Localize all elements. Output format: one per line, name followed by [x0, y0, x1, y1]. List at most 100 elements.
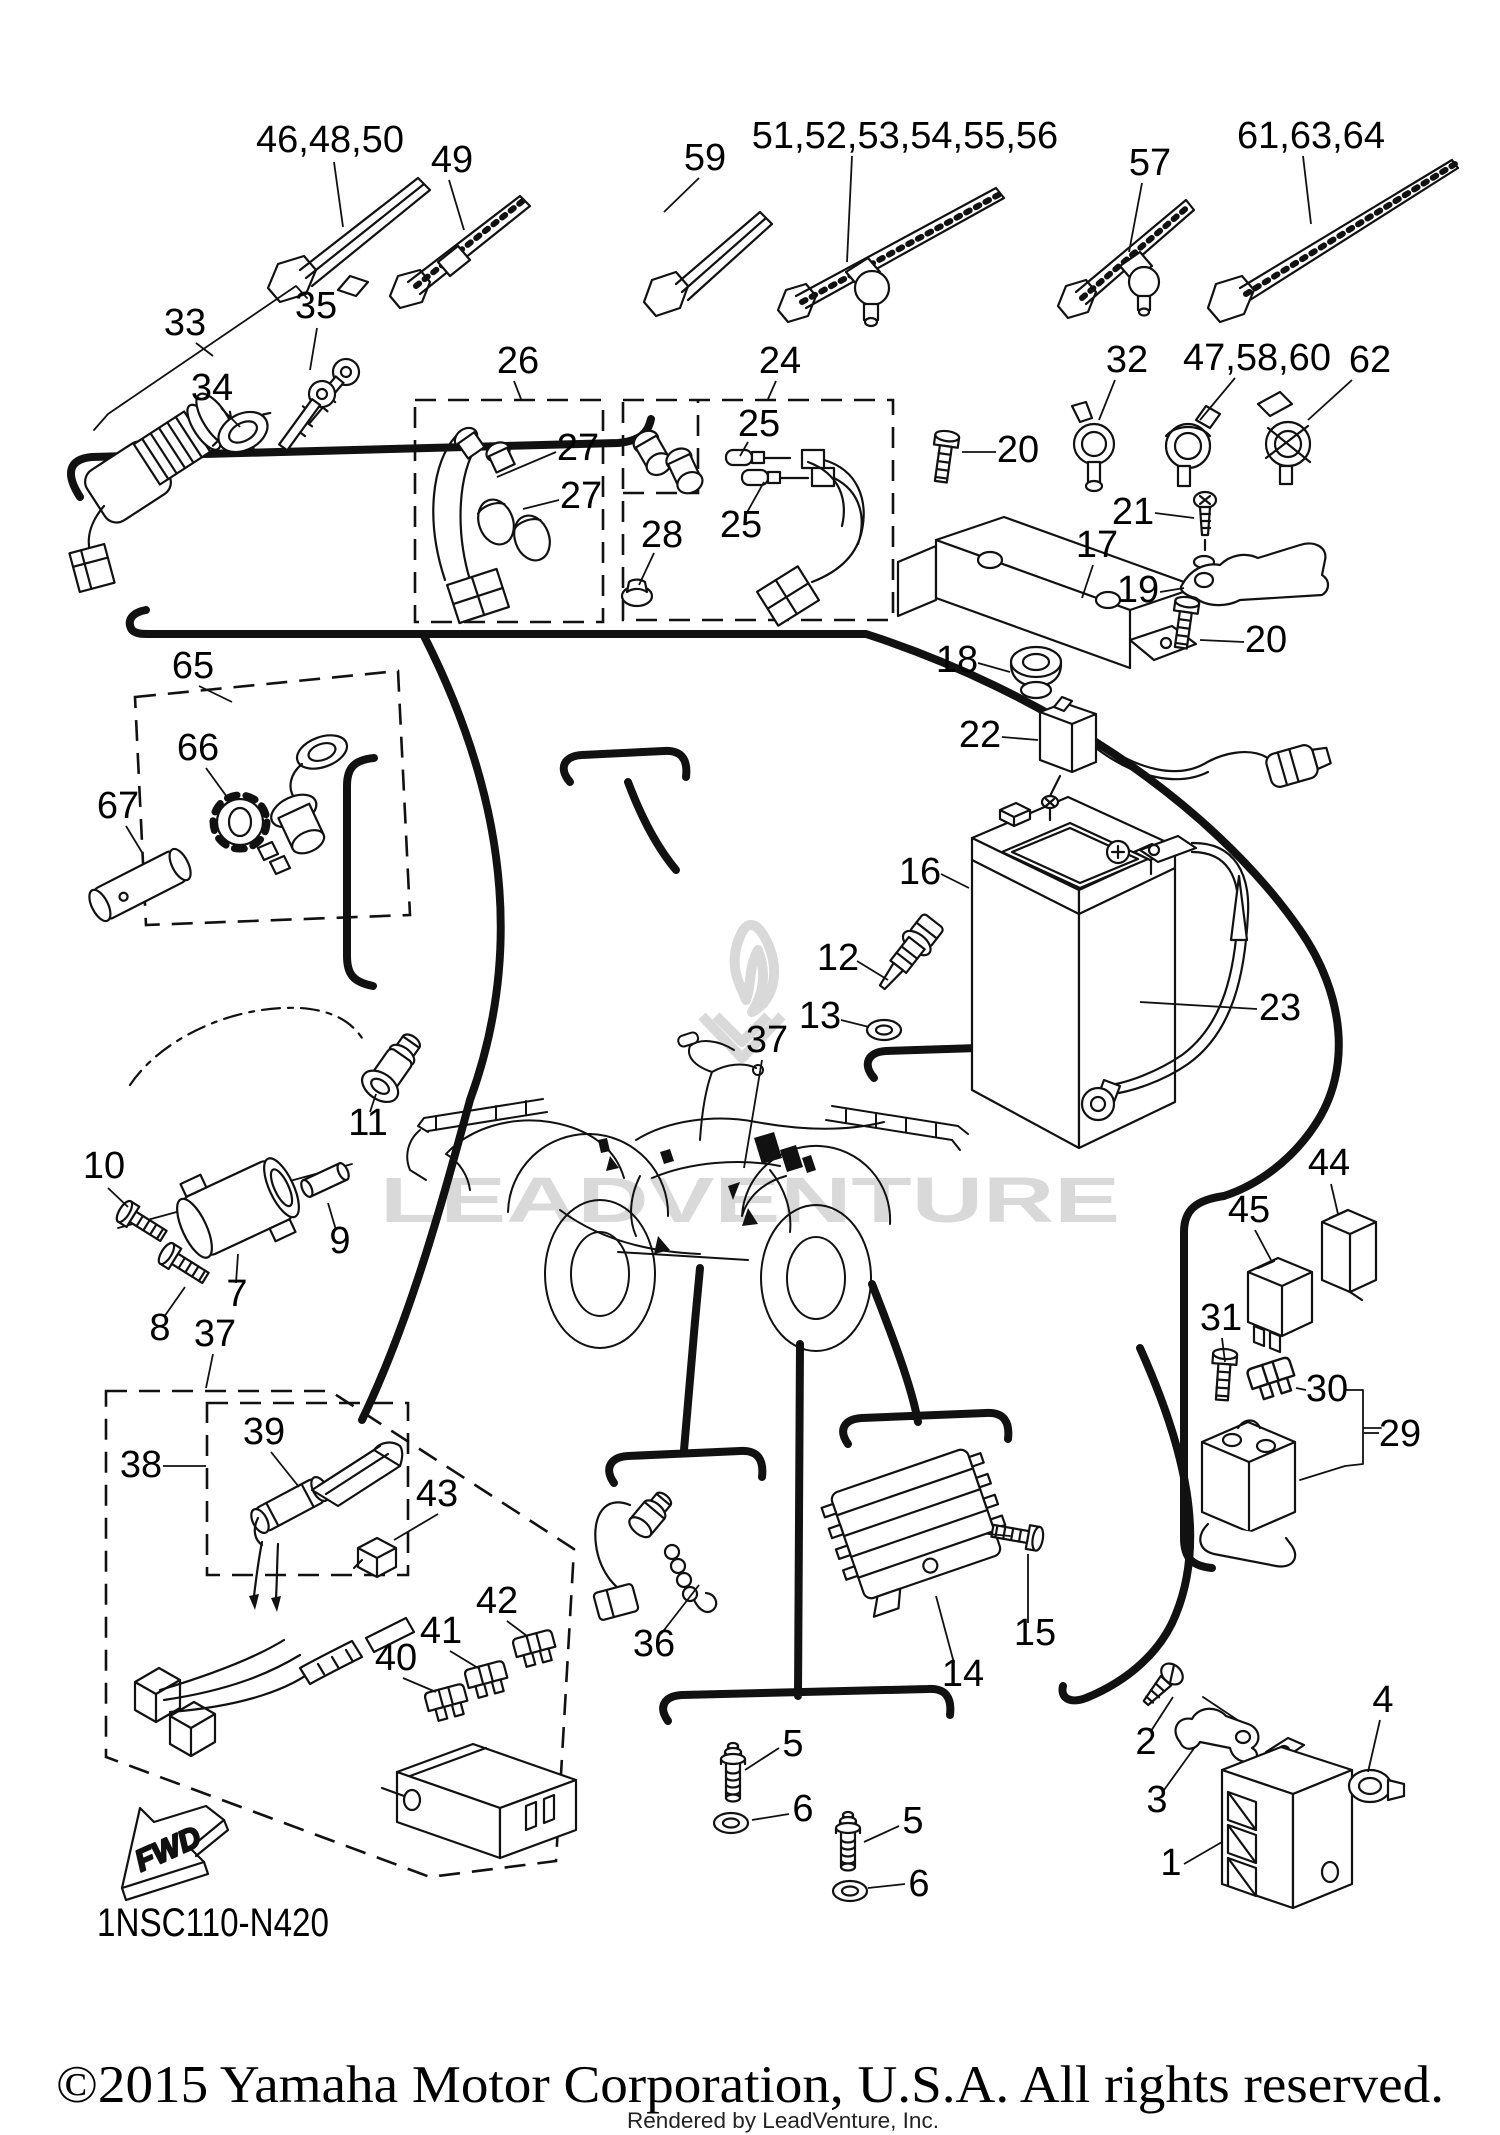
bulb-27b [512, 514, 551, 562]
brace-stud-group [659, 1340, 955, 1725]
cable-tie-61-63-64 [1206, 158, 1460, 324]
leader-line-23 [1139, 1001, 1258, 1010]
ignition-coil-7 [176, 1157, 300, 1259]
leader-line-2 [1150, 1696, 1174, 1732]
wire-harness-38 [133, 1441, 578, 1860]
leader-line-61-63-64 [1302, 155, 1312, 225]
leader-line-20b [1199, 639, 1245, 643]
box-38 [104, 1389, 576, 1879]
part-label-23: 23 [1259, 987, 1301, 1029]
part-label-25b: 25 [720, 504, 762, 546]
leader-line-14 [935, 1595, 955, 1664]
grommet-18 [1009, 645, 1063, 700]
sweep-left-down [358, 632, 505, 1424]
leader-line-57 [1128, 182, 1143, 253]
leader-line-16 [940, 873, 970, 889]
switch-ring-nut-34 [211, 410, 272, 455]
ecu-unit-1 [1220, 1736, 1354, 1910]
part-label-38: 38 [120, 1444, 162, 1486]
part-label-11: 11 [348, 1102, 387, 1144]
dashed-boxes [104, 398, 895, 1879]
leader-line-21 [1154, 512, 1195, 519]
relay-44 [1320, 1208, 1378, 1302]
part-label-13: 13 [799, 995, 841, 1037]
part-label-67: 67 [97, 785, 139, 827]
part-label-35: 35 [295, 285, 337, 327]
cable-tie-57 [1056, 198, 1196, 320]
part-label-44: 44 [1308, 1142, 1350, 1184]
relay-43 [352, 1536, 398, 1579]
leader-line-37b [205, 1353, 214, 1389]
part-label-16: 16 [899, 851, 941, 893]
part-label-31: 31 [1200, 1297, 1242, 1339]
box-24 [621, 398, 895, 622]
sweep-ecu-group [1058, 1344, 1195, 1705]
leader-line-43 [393, 1513, 439, 1541]
screw-21 [1192, 490, 1218, 570]
leader-line-7 [235, 1253, 239, 1284]
part-label-51-52-53-54-55-56: 51,52,53,54,55,56 [752, 115, 1058, 157]
cable-tie-49 [388, 194, 532, 310]
part-label-43: 43 [416, 1473, 458, 1515]
main-switch-assembly-33 [68, 274, 370, 594]
part-label-40: 40 [375, 1637, 417, 1679]
leader-line-4 [1367, 1719, 1381, 1773]
part-label-8: 8 [149, 1307, 170, 1349]
ring-nut-66 [209, 791, 271, 853]
washer-6a [712, 1811, 750, 1835]
part-label-59: 59 [684, 137, 726, 179]
group-29-bracket [1299, 1389, 1382, 1481]
stud-5b [834, 1810, 862, 1872]
leader-line-17 [1081, 564, 1094, 599]
fuse-holder-39 [249, 1441, 404, 1612]
leader-line-12 [856, 960, 889, 981]
cable-tie-59 [642, 210, 774, 318]
bulb-socket-set-26 [432, 426, 551, 625]
box-26 [413, 398, 605, 624]
part-label-9: 9 [329, 1220, 350, 1262]
part-label-49: 49 [431, 139, 473, 181]
cable-tie-46-48-50 [266, 176, 432, 304]
part-label-33: 33 [164, 302, 206, 344]
part-label-27b: 27 [560, 475, 602, 517]
box-24-partition [623, 400, 700, 495]
part-label-7: 7 [226, 1273, 247, 1315]
part-label-47-58-60: 47,58,60 [1183, 337, 1331, 379]
leader-line-24 [767, 380, 777, 400]
part-label-17: 17 [1076, 524, 1118, 566]
part-label-41: 41 [420, 1610, 462, 1652]
part-label-19: 19 [1117, 569, 1159, 611]
leader-line-45 [1254, 1229, 1272, 1261]
part-label-4: 4 [1372, 1679, 1393, 1721]
leader-line-27b [522, 499, 560, 510]
leader-line-25b [744, 481, 765, 517]
part-label-34: 34 [191, 367, 233, 409]
part-label-65: 65 [172, 645, 214, 687]
part-label-61-63-64: 61,63,64 [1237, 115, 1385, 157]
part-label-26: 26 [497, 340, 539, 382]
part-label-14: 14 [942, 1653, 984, 1695]
brace-rectifier-group [839, 1280, 1013, 1448]
part-label-62: 62 [1349, 339, 1391, 381]
leader-line-32 [1098, 379, 1116, 421]
copyright-text: ©2015 Yamaha Motor Corporation, U.S.A. A… [56, 2056, 1444, 2114]
bracket-17 [896, 515, 1200, 670]
part-label-36: 36 [633, 1623, 675, 1665]
leader-line-49 [448, 179, 465, 231]
sweep-right-group [125, 606, 1343, 1200]
harness-location-markers [598, 1132, 816, 1254]
leader-line-9 [327, 1202, 337, 1231]
part-label-39: 39 [243, 1411, 285, 1453]
leader-line-11 [369, 1093, 377, 1113]
leader-line-31 [1221, 1337, 1226, 1363]
rendered-by-text: Rendered by LeadVenture, Inc. [627, 2108, 939, 2133]
leader-line-5b [863, 1825, 900, 1843]
bulb-27a [476, 498, 515, 546]
bolt-10 [112, 1197, 171, 1248]
ecu-group [1142, 1662, 1406, 1910]
leader-line-25a [739, 441, 749, 457]
leader-line-59 [663, 177, 700, 213]
spark-plug-cap-11 [128, 1006, 422, 1104]
